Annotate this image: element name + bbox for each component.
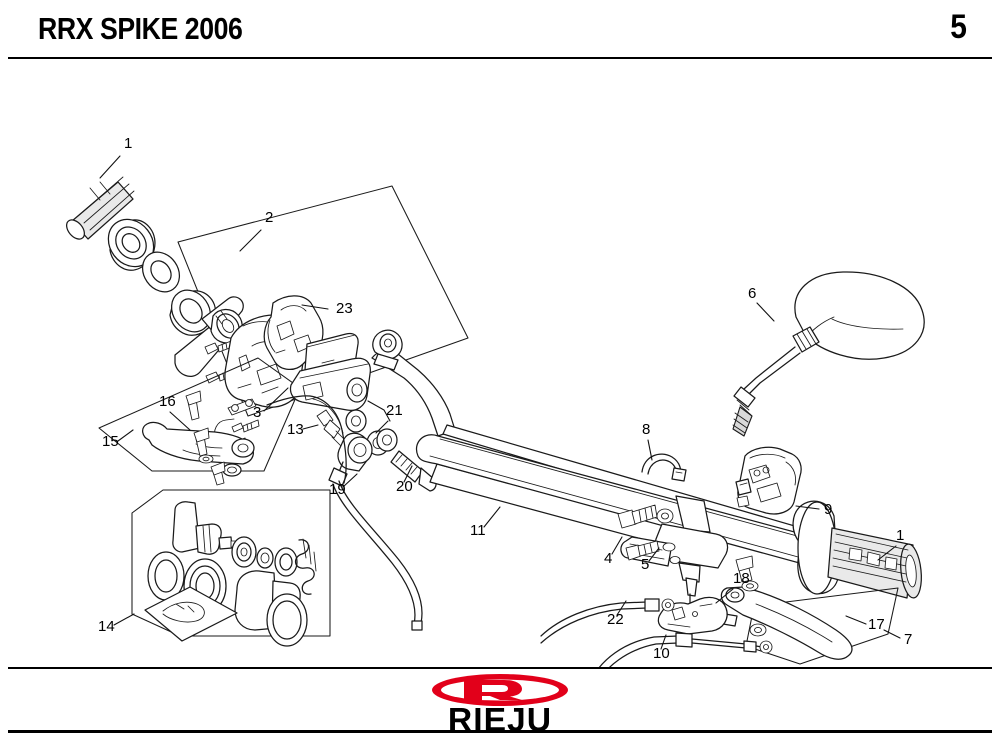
header-divider	[8, 57, 992, 59]
callout-5: 5	[641, 556, 649, 573]
part-master-cylinder	[289, 332, 371, 462]
callout-21: 21	[386, 402, 403, 419]
part-clutch-bracket-18	[657, 596, 728, 635]
callout-13: 13	[287, 421, 304, 438]
callout-18: 18	[733, 570, 750, 587]
callout-20: 20	[396, 478, 413, 495]
callout-7: 7	[904, 631, 912, 648]
part-lever-bolts	[185, 390, 226, 486]
part-mirror-6	[732, 271, 925, 437]
part-cable-10	[598, 632, 773, 668]
callout-2: 2	[265, 209, 273, 226]
callout-11: 11	[470, 522, 486, 539]
footer-divider-top	[8, 667, 992, 669]
callout-layer: 1 2 23 3 16 15 13	[98, 135, 912, 662]
callout-1-left: 1	[124, 135, 132, 152]
part-banjo-fittings	[328, 409, 437, 631]
part-box-15	[98, 357, 301, 472]
callout-9: 9	[824, 501, 832, 518]
part-throttle-cable-3	[266, 395, 347, 484]
callout-22: 22	[607, 611, 624, 628]
callout-23: 23	[336, 300, 353, 317]
page-header: RRX SPIKE 2006 5	[0, 0, 1000, 56]
part-throttle-grip-right	[792, 500, 922, 599]
exploded-diagram: 1 2 23 3 16 15 13	[0, 58, 1000, 668]
part-handlebar-clamp	[617, 495, 729, 607]
page-number: 5	[950, 8, 967, 46]
part-throttle-tube	[141, 251, 244, 377]
rieju-oval-icon	[432, 674, 568, 706]
rieju-logo: RIEJU	[410, 673, 590, 736]
callout-14: 14	[98, 618, 115, 635]
part-spring	[295, 538, 317, 595]
callout-4: 4	[604, 550, 612, 567]
callout-16: 16	[159, 393, 176, 410]
callout-8: 8	[642, 421, 650, 438]
part-clutch-lever-17	[720, 555, 853, 660]
part-right-switch-housing-9	[735, 446, 802, 515]
callout-15: 15	[102, 433, 119, 450]
part-repair-kit-items	[144, 501, 317, 647]
callout-3: 3	[253, 404, 261, 421]
page-footer: RIEJU	[0, 668, 1000, 736]
page-title: RRX SPIKE 2006	[38, 11, 243, 46]
callout-19: 19	[329, 481, 346, 498]
callout-10: 10	[653, 645, 670, 662]
callout-6: 6	[748, 285, 756, 302]
callout-17: 17	[868, 616, 885, 633]
footer-divider-bottom	[8, 730, 992, 733]
part-box-2	[177, 185, 469, 417]
callout-1-right: 1	[896, 527, 904, 544]
part-clip-8	[641, 453, 687, 482]
